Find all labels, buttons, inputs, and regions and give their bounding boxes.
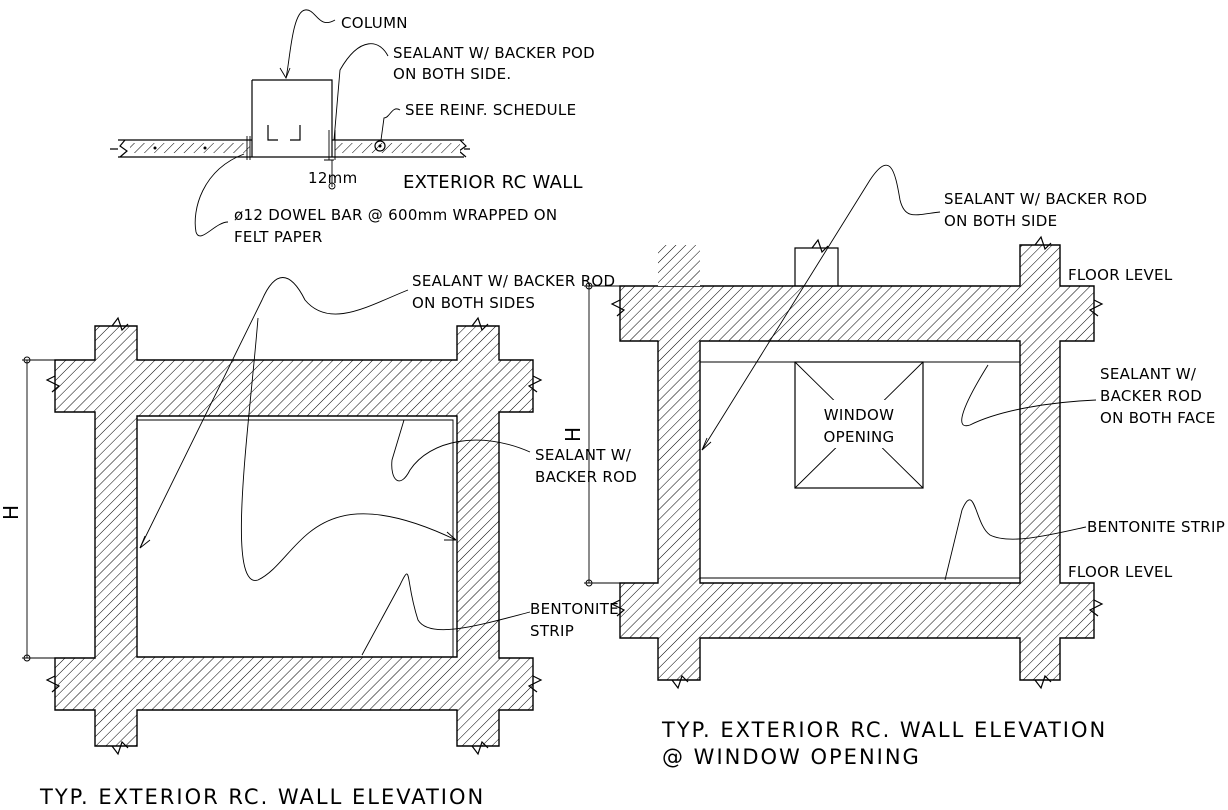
right-leader-bentonite: [944, 499, 1087, 581]
left-sealant-rod-2: BACKER ROD: [535, 468, 637, 486]
right-dim-h: H: [561, 427, 585, 442]
wall-slab-outline: [110, 139, 470, 158]
left-dim-line: [22, 359, 95, 659]
right-sealant-face-3: ON BOTH FACE: [1100, 409, 1216, 427]
sealant-pod-label-1: SEALANT W/ BACKER POD: [393, 44, 595, 62]
floor-level-top: FLOOR LEVEL: [1068, 266, 1173, 284]
right-bentonite: BENTONITE STRIP: [1087, 518, 1225, 536]
left-bentonite-1: BENTONITE: [530, 600, 619, 618]
leader-reinf: [380, 108, 401, 141]
right-sealant-side-2: ON BOTH SIDE: [944, 212, 1057, 230]
left-leader-sealant-rod: [391, 419, 531, 482]
left-sealant-sides-2: ON BOTH SIDES: [412, 294, 535, 312]
right-leader-sealant-face: [961, 364, 1097, 427]
sealant-pod-label-2: ON BOTH SIDE.: [393, 65, 511, 83]
leader-column: [285, 9, 336, 79]
window-label-2: OPENING: [824, 428, 895, 446]
leader-sealant-pod: [333, 43, 389, 141]
right-title-2: @ WINDOW OPENING: [662, 745, 921, 769]
right-column-stub: [794, 247, 839, 286]
left-sealant-sides-1: SEALANT W/ BACKER ROD: [412, 272, 615, 290]
left-sealant-rod-1: SEALANT W/: [535, 446, 632, 464]
right-sealant-face-2: BACKER ROD: [1100, 387, 1202, 405]
wall-label: EXTERIOR RC WALL: [403, 172, 583, 193]
left-title: TYP. EXTERIOR RC. WALL ELEVATION: [39, 785, 485, 809]
left-leader-bentonite: [361, 573, 531, 656]
left-leader-sealant-sides: [139, 277, 457, 581]
rebar-circle: [374, 140, 386, 152]
column-outline: [251, 79, 333, 157]
left-elevation: H SEALANT W/ BACKER ROD ON BOTH SIDES SE…: [0, 272, 637, 809]
dowel-label-1: ø12 DOWEL BAR @ 600mm WRAPPED ON: [234, 206, 557, 224]
right-title-1: TYP. EXTERIOR RC. WALL ELEVATION: [661, 718, 1107, 742]
leader-dowel: [194, 153, 245, 237]
reinf-label: SEE REINF. SCHEDULE: [405, 101, 576, 119]
right-sealant-face-1: SEALANT W/: [1100, 365, 1197, 383]
left-wall-frame: [54, 325, 534, 747]
window-label-1: WINDOW: [824, 406, 894, 424]
column-label: COLUMN: [341, 14, 408, 32]
right-elevation: WINDOW OPENING H SEALANT W/ BACKER ROD O…: [561, 164, 1225, 769]
dim-12mm: 12mm: [308, 169, 358, 187]
section-detail: COLUMN SEALANT W/ BACKER POD ON BOTH SID…: [110, 9, 595, 246]
right-sealant-side-1: SEALANT W/ BACKER ROD: [944, 190, 1147, 208]
left-dim-h: H: [0, 505, 23, 520]
dowel-label-2: FELT PAPER: [234, 228, 323, 246]
floor-level-bottom: FLOOR LEVEL: [1068, 563, 1173, 581]
window-opening: WINDOW OPENING: [794, 361, 924, 489]
right-leader-sealant-side: [701, 164, 941, 451]
right-wall-frame: [619, 244, 1095, 681]
right-dim-line: [584, 285, 620, 584]
left-bentonite-2: STRIP: [530, 622, 574, 640]
